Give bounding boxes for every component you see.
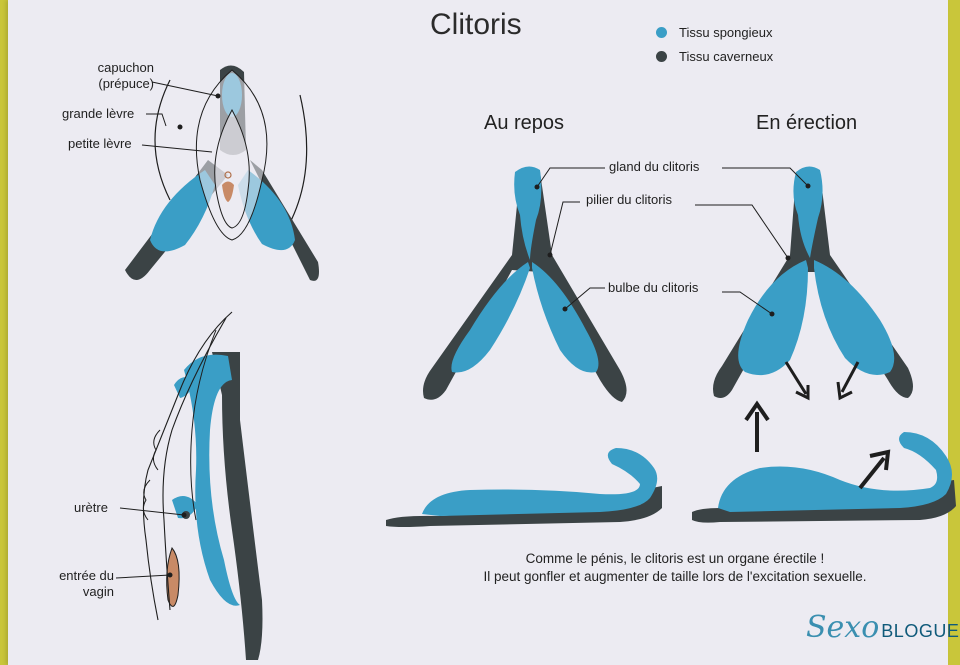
caption-line-2: Il peut gonfler et augmenter de taille l…: [483, 569, 867, 584]
brand-logo: Sexo BLOGUE.: [806, 610, 960, 645]
legend-cavernous-label: Tissu caverneux: [679, 49, 774, 64]
label-labia-minora: petite lèvre: [68, 136, 132, 151]
profile-erect: [692, 432, 956, 523]
label-bulb: bulbe du clitoris: [608, 280, 699, 295]
side-cavernous-body: [212, 352, 263, 660]
legend-cavernous-swatch: [656, 51, 667, 62]
label-crus: pilier du clitoris: [586, 192, 672, 207]
vulva-bulb-left: [150, 170, 215, 252]
legend-cavernous: Tissu caverneux: [656, 49, 773, 64]
vulva-front-view: [125, 65, 319, 281]
page-title: Clitoris: [430, 8, 522, 41]
labia-minora-outline: [214, 108, 250, 229]
label-labia-majora: grande lèvre: [62, 106, 135, 121]
clitoris-erect: [695, 166, 913, 452]
heading-rest: Au repos: [484, 112, 565, 134]
vulva-side-view: [115, 311, 263, 660]
caption-line-1: Comme le pénis, le clitoris est un organ…: [525, 551, 825, 566]
heading-erection: En érection: [756, 112, 858, 134]
label-urethra: urètre: [74, 500, 108, 515]
brand-script: Sexo: [806, 610, 880, 645]
legend-spongy-swatch: [656, 27, 667, 38]
clitoris-rest: [423, 166, 627, 402]
profile-rest: [386, 448, 662, 527]
side-spongy-body: [184, 354, 240, 606]
label-vagina: entrée du vagin: [59, 568, 114, 599]
legend-spongy-label: Tissu spongieux: [679, 25, 773, 40]
label-glans: gland du clitoris: [609, 159, 700, 174]
legend-spongy: Tissu spongieux: [656, 25, 772, 40]
brand-text: BLOGUE.: [881, 621, 960, 641]
label-hood: capuchon (prépuce): [97, 60, 154, 91]
caption: Comme le pénis, le clitoris est un organ…: [440, 550, 910, 586]
